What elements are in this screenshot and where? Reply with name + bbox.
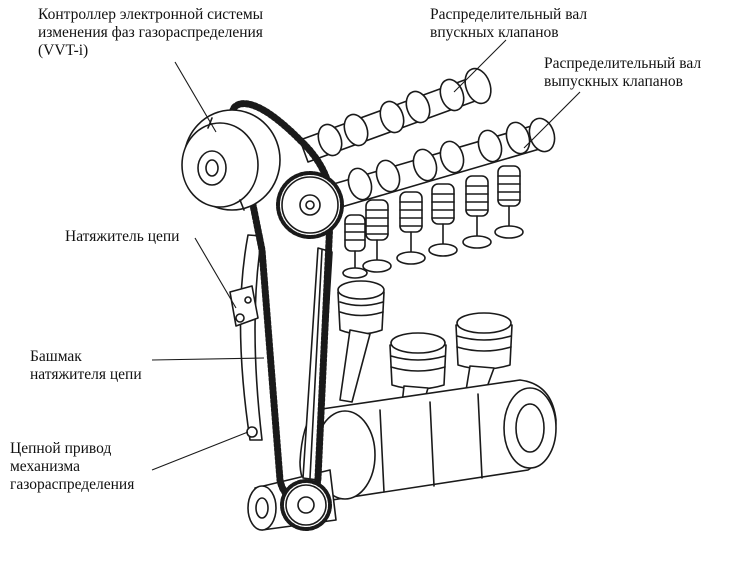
label-line: Цепной привод [10, 440, 112, 457]
crank-sprocket [280, 479, 332, 531]
bolt [246, 426, 258, 438]
timing-chain [229, 100, 335, 504]
vvt-controller [181, 109, 281, 211]
label-vvt-controller: Контроллер электронной системы изменения… [38, 6, 263, 60]
exhaust-cam-sprocket [276, 171, 344, 239]
label-line: натяжителя цепи [30, 366, 142, 383]
label-line: выпускных клапанов [544, 73, 684, 90]
label-intake-camshaft: Распределительный вал впускных клапанов [430, 6, 587, 42]
label-line: (VVT-i) [38, 42, 89, 59]
label-line: Распределительный вал [430, 6, 588, 23]
label-line: Контроллер электронной системы [38, 6, 264, 23]
label-chain-tensioner: Натяжитель цепи [65, 228, 179, 246]
label-exhaust-camshaft: Распределительный вал выпускных клапанов [544, 55, 701, 91]
label-line: Распределительный вал [544, 55, 702, 72]
label-line: Башмак [30, 348, 82, 365]
label-line: механизма [10, 458, 80, 475]
valve-train [342, 165, 524, 279]
intake-camshaft [299, 67, 492, 163]
label-tensioner-shoe: Башмак натяжителя цепи [30, 348, 142, 384]
leader-lines [151, 39, 581, 471]
label-line: газораспределения [10, 476, 135, 493]
label-line: Натяжитель цепи [65, 228, 180, 245]
label-line: впускных клапанов [430, 24, 559, 41]
label-line: изменения фаз газораспределения [38, 24, 263, 41]
tensioner-shoe-part [229, 234, 263, 441]
label-chain-drive: Цепной привод механизма газораспределени… [10, 440, 134, 494]
pistons [337, 280, 513, 443]
